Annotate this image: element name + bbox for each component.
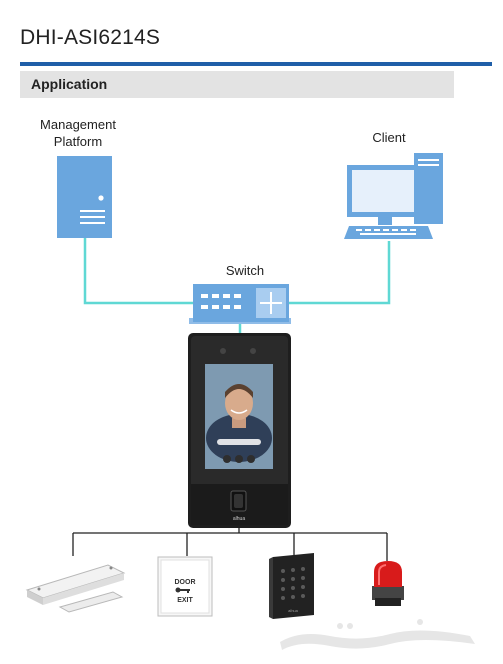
person-shirt bbox=[206, 414, 272, 462]
keypad-reader: alhua bbox=[269, 553, 314, 619]
magnetic-lock bbox=[25, 564, 126, 613]
section-title: Application bbox=[31, 76, 108, 92]
management-platform-label-line2: Platform bbox=[53, 134, 103, 149]
client-computer-icon bbox=[344, 153, 443, 239]
alarm-siren bbox=[372, 561, 404, 606]
platform-to-switch-cable bbox=[83, 238, 196, 305]
section-header-bar: Application bbox=[20, 71, 454, 98]
switch-label: Switch bbox=[225, 263, 265, 278]
client-label: Client bbox=[372, 130, 406, 145]
exit-button-device: DOOR EXIT bbox=[157, 556, 213, 617]
wiring-bus bbox=[72, 528, 388, 561]
watermark-logo bbox=[280, 619, 475, 650]
device-brand-text: alhua bbox=[233, 516, 245, 522]
network-switch-icon bbox=[189, 284, 291, 324]
client-to-switch-cable bbox=[287, 241, 391, 305]
access-controller-device: alhua bbox=[188, 333, 291, 528]
management-platform-label-line1: Management bbox=[40, 117, 116, 132]
keypad-brand-text: alhua bbox=[288, 608, 299, 613]
key-icon bbox=[175, 587, 190, 593]
server-icon bbox=[57, 156, 112, 238]
title-rule bbox=[20, 62, 492, 66]
management-platform-label: Management Platform bbox=[32, 116, 124, 150]
exit-button-exit-text: EXIT bbox=[177, 597, 193, 604]
exit-button-door-text: DOOR bbox=[175, 579, 196, 586]
model-title: DHI-ASI6214S bbox=[20, 26, 161, 49]
screen-prompt-button bbox=[217, 439, 261, 445]
